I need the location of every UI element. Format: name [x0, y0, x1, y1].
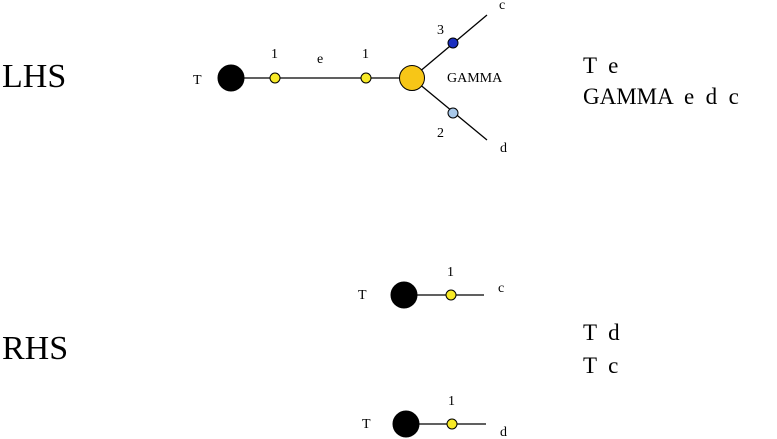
rhs-top-end-label: c: [498, 281, 504, 296]
lhs-label: LHS: [2, 58, 67, 95]
lhs-d-label: d: [500, 141, 507, 156]
rhs-bottom-port-label: 1: [448, 394, 455, 409]
rhs-graph-bottom: T 1 d: [362, 394, 507, 439]
rhs-top-t-node: [390, 281, 418, 309]
lhs-t-node: [217, 64, 245, 92]
rhs-label: RHS: [2, 330, 69, 367]
lhs-port-2-node: [447, 107, 459, 119]
lhs-edge-e-label: e: [317, 52, 323, 67]
lhs-port-3-label: 3: [437, 23, 444, 38]
lhs-graph: T 1 e 1 GAMMA 3 2 c d: [193, 0, 507, 156]
rhs-graph-top: T 1 c: [358, 265, 504, 309]
rhs-bottom-port-node: [446, 418, 458, 430]
lhs-port-3-node: [447, 37, 459, 49]
lhs-text-line-2: GAMMA e d c: [583, 84, 739, 109]
lhs-text-line-1: T e: [583, 53, 619, 78]
lhs-port-2-label: 2: [437, 126, 444, 141]
rhs-bottom-t-node: [392, 410, 420, 438]
lhs-port-1b-node: [360, 72, 372, 84]
rhs-text-line-1: T d: [583, 320, 620, 345]
lhs-c-label: c: [499, 0, 505, 13]
rhs-bottom-t-label: T: [362, 417, 371, 432]
rhs-bottom-end-label: d: [500, 425, 507, 439]
lhs-port-1b-label: 1: [362, 47, 369, 62]
lhs-t-label: T: [193, 73, 202, 88]
lhs-gamma-node: [399, 65, 425, 91]
rhs-top-port-node: [445, 289, 457, 301]
rhs-text-line-2: T c: [583, 353, 619, 378]
lhs-port-1a-node: [269, 72, 281, 84]
rhs-top-t-label: T: [358, 288, 367, 303]
lhs-gamma-label: GAMMA: [447, 71, 503, 86]
rhs-top-port-label: 1: [447, 265, 454, 280]
lhs-port-1a-label: 1: [271, 47, 278, 62]
